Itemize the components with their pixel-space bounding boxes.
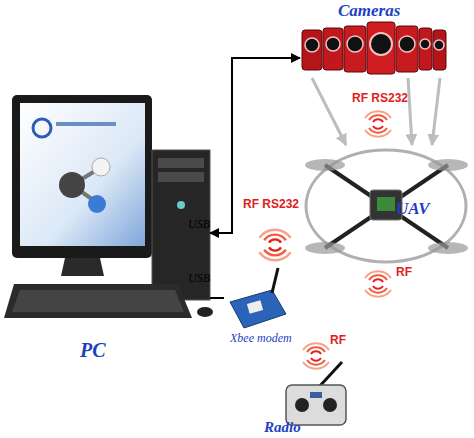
rf-label: RF xyxy=(396,266,412,278)
rf-label: RF xyxy=(330,334,346,346)
modem-chip xyxy=(247,300,263,313)
molecule-atom xyxy=(92,158,110,176)
radio-illustration xyxy=(286,362,346,425)
monitor-frame xyxy=(12,95,152,258)
camera-lens xyxy=(347,36,363,52)
uav-board xyxy=(377,197,395,211)
camera xyxy=(419,28,432,70)
radio-antenna xyxy=(318,362,342,388)
uav-rotor xyxy=(305,242,345,254)
keyboard-keys xyxy=(12,290,184,312)
uav-arm xyxy=(325,165,448,248)
screen-logo-bar xyxy=(56,122,116,126)
rf-label: RF RS232 xyxy=(352,92,408,104)
camera-lens xyxy=(370,33,392,55)
connector xyxy=(210,297,224,299)
uav-rotor xyxy=(428,242,468,254)
device-label: Cameras xyxy=(338,2,400,19)
device-node: Cameras xyxy=(300,0,448,78)
camera-lens xyxy=(305,38,319,52)
uav-illustration xyxy=(305,150,468,262)
modem-antenna xyxy=(272,268,278,293)
camera xyxy=(344,26,366,72)
device-node: Radio xyxy=(262,372,352,436)
connector-label: USB xyxy=(188,218,210,230)
connector xyxy=(312,78,346,145)
camera xyxy=(302,30,322,70)
camera-lens xyxy=(399,36,415,52)
pc-tower xyxy=(152,150,210,300)
device-node: UAV xyxy=(300,145,472,270)
connector-label: USB xyxy=(188,272,210,284)
connector xyxy=(408,78,412,145)
camera xyxy=(396,26,418,72)
camera-lens xyxy=(434,40,444,50)
connector xyxy=(432,78,440,145)
radio-display xyxy=(310,392,322,398)
camera-lens xyxy=(326,37,340,51)
xbee-modem-illustration xyxy=(230,268,286,328)
device-node: PC xyxy=(5,90,210,365)
connector xyxy=(210,58,300,233)
rf-label: RF RS232 xyxy=(243,198,299,210)
drive-bay xyxy=(158,158,204,168)
uav-rotor xyxy=(428,159,468,171)
pc-illustration xyxy=(4,95,213,318)
camera xyxy=(367,22,395,74)
modem-board xyxy=(230,290,286,328)
device-label: PC xyxy=(80,340,106,360)
monitor-stand xyxy=(61,258,104,276)
device-label: Xbee modem xyxy=(230,332,292,344)
molecule-atom xyxy=(59,172,85,198)
keyboard xyxy=(4,284,192,318)
molecule-atom xyxy=(88,195,106,213)
radio-stick xyxy=(295,398,309,412)
device-label: UAV xyxy=(396,200,430,217)
device-label: Radio xyxy=(264,420,301,435)
camera-array xyxy=(302,22,446,74)
monitor-screen xyxy=(20,103,145,246)
uav-rotor xyxy=(305,159,345,171)
radio-stick xyxy=(323,398,337,412)
drive-bay xyxy=(158,172,204,182)
device-node: Xbee modem xyxy=(224,285,298,350)
power-button xyxy=(177,201,185,209)
radio-body xyxy=(286,385,346,425)
uav-arm xyxy=(325,165,448,248)
camera-lens xyxy=(420,39,430,49)
camera xyxy=(433,30,446,70)
screen-logo xyxy=(33,119,51,137)
camera xyxy=(323,28,343,70)
mouse xyxy=(197,307,213,317)
